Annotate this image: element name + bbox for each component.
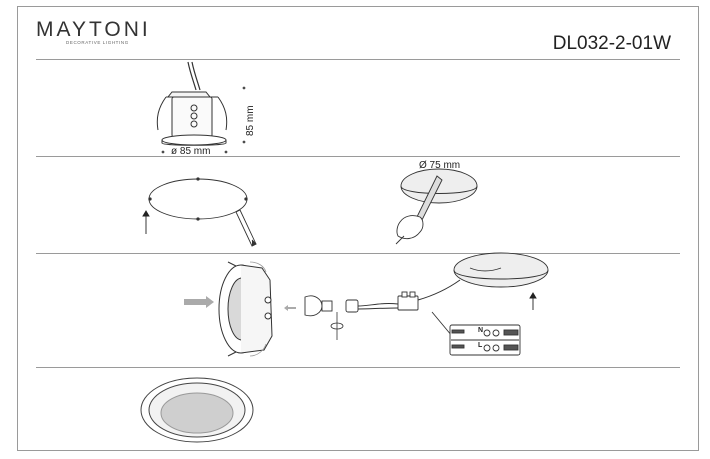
dimension-lines bbox=[161, 86, 246, 154]
gu10-bulb bbox=[304, 295, 333, 317]
twist-lock-icon bbox=[330, 312, 344, 340]
fixture-side-view bbox=[156, 61, 228, 146]
divider-step3 bbox=[36, 367, 680, 368]
led-driver-disc bbox=[453, 252, 549, 288]
hand-with-saw-icon bbox=[395, 175, 443, 245]
divider-step2 bbox=[36, 253, 680, 254]
up-arrow-icon bbox=[142, 210, 150, 234]
brand-logo: MAYTONI bbox=[36, 18, 151, 41]
cable-wires bbox=[357, 279, 461, 310]
lamp-socket bbox=[345, 299, 359, 313]
fixture-front-view bbox=[218, 261, 273, 357]
insert-arrow-icon bbox=[184, 296, 214, 308]
height-label: 85 mm bbox=[245, 105, 256, 136]
pencil-icon bbox=[235, 209, 257, 247]
installed-fixture bbox=[140, 377, 254, 443]
sheet-border bbox=[17, 6, 699, 451]
model-number: DL032-2-01W bbox=[552, 33, 671, 54]
brand-tagline: DECORATIVE LIGHTING bbox=[66, 40, 129, 45]
wiring-detail-box bbox=[431, 311, 521, 356]
ceiling-cutout-outline bbox=[148, 177, 248, 221]
cutout-diameter-label: Ø 75 mm bbox=[419, 160, 461, 171]
terminal-block bbox=[397, 291, 419, 311]
bulb-arrow-icon bbox=[284, 305, 296, 311]
rotation-arrows bbox=[249, 261, 267, 357]
diameter-label: ø 85 mm bbox=[171, 146, 211, 157]
up-arrow-icon-step3 bbox=[529, 292, 537, 310]
divider-step1 bbox=[36, 156, 680, 157]
divider-header bbox=[36, 59, 680, 60]
terminal-label-n: N bbox=[478, 327, 484, 334]
terminal-label-l: L bbox=[478, 342, 483, 349]
